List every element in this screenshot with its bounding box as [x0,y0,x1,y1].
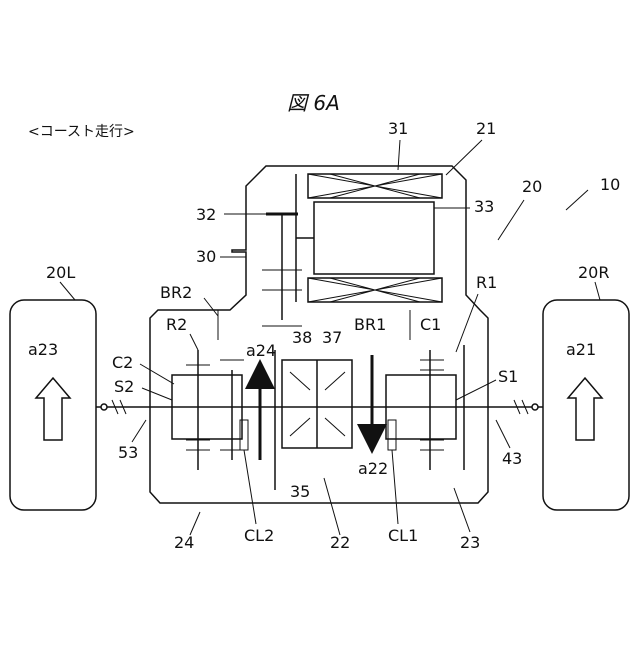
label-a21: a21 [566,340,596,359]
label-24: 24 [174,533,194,552]
label-C2: C2 [112,353,133,372]
label-53: 53 [118,443,138,462]
leader-20R [595,282,600,300]
motor-shaft [296,174,314,302]
planetary-left-shafts [198,350,232,470]
clutch-CL1 [388,420,396,450]
label-10: 10 [600,175,620,194]
label-22: 22 [330,533,350,552]
label-a22: a22 [358,459,388,478]
leaders-top [398,140,588,240]
label-R1: R1 [476,273,497,292]
motor-winding-bottom [308,278,442,302]
planetary-left-gears [186,360,244,450]
figure-title: 図 6A [287,91,340,115]
label-BR2: BR2 [160,283,192,302]
motor-winding-top [308,174,442,198]
label-BR1: BR1 [354,315,386,334]
leaders-axles [132,420,510,448]
wheel-right [543,300,629,510]
motor-rotor [314,202,434,274]
label-32: 32 [196,205,216,224]
label-CL1: CL1 [388,526,418,545]
label-21: 21 [476,119,496,138]
leaders-planetary [140,364,496,400]
figure-heading: <コースト走行> [28,124,135,140]
leaders-motor [220,208,470,257]
label-23: 23 [460,533,480,552]
label-CL2: CL2 [244,526,274,545]
joint-right [532,404,538,410]
label-35: 35 [290,482,310,501]
leader-20L [60,282,75,300]
label-20R: 20R [578,263,609,282]
label-a24: a24 [246,341,276,360]
clutch-CL2 [240,420,248,450]
leaders-bottom [190,450,470,535]
joint-left [101,404,107,410]
label-S2: S2 [114,377,134,396]
wheel-left [10,300,96,510]
label-33: 33 [474,197,494,216]
label-C1: C1 [420,315,441,334]
label-37: 37 [322,328,342,347]
label-38: 38 [292,328,312,347]
label-S1: S1 [498,367,518,386]
label-R2: R2 [166,315,187,334]
label-31: 31 [388,119,408,138]
label-20L: 20L [46,263,75,282]
label-30: 30 [196,247,216,266]
planetary-right-gears [420,360,444,450]
label-a23: a23 [28,340,58,359]
label-20: 20 [522,177,542,196]
label-43: 43 [502,449,522,468]
